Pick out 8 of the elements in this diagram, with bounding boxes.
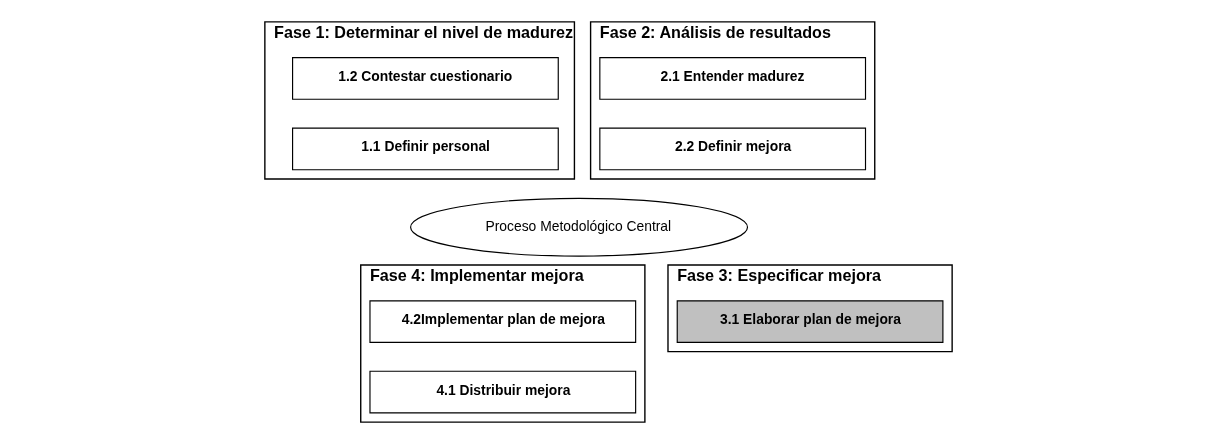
node-ellipse: Proceso Metodológico Central [410,197,749,257]
node-box: 4.1 Distribuir mejora [369,370,637,414]
node-box: 1.1 Definir personal [292,127,559,171]
node-box: 2.1 Entender madurez [599,57,867,100]
node-box: 1.2 Contestar cuestionario [292,57,559,100]
node-box: 4.2Implementar plan de mejora [369,300,637,343]
node-box: 3.1 Elaborar plan de mejora [676,300,944,343]
node-box: 2.2 Definir mejora [599,127,867,171]
